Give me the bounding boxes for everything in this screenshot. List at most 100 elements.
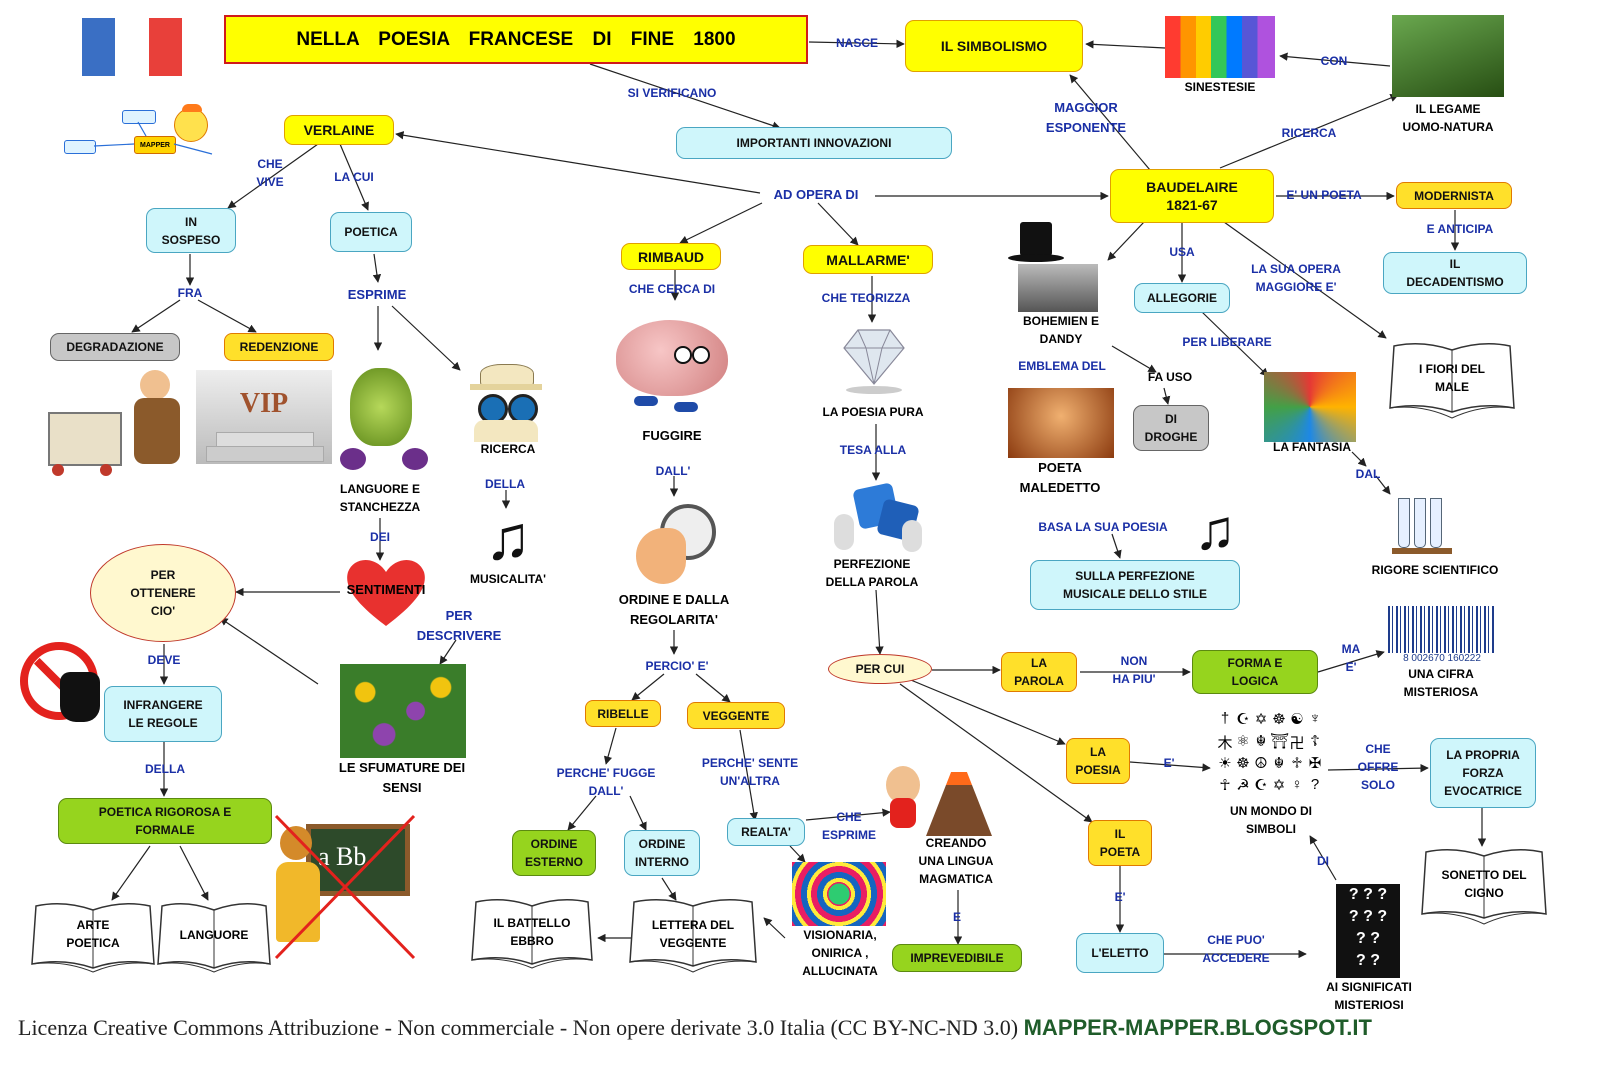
symbol-glyph: ☪	[1254, 777, 1268, 794]
symbol-glyph: ♆	[1309, 710, 1321, 727]
link-ma-e: MA E'	[1341, 642, 1361, 674]
book-arte-poetica-label: ARTE POETICA	[66, 918, 120, 950]
node-di-droghe: DI DROGHE	[1133, 405, 1209, 451]
running-brain-icon	[610, 316, 734, 424]
symbol-glyph: ☬	[1255, 733, 1267, 750]
link-perche-fugge: PERCHE' FUGGE DALL'	[556, 766, 656, 798]
node-allegorie: ALLEGORIE	[1134, 283, 1230, 313]
link-che-esprime: CHE ESPRIME	[821, 810, 876, 842]
node-modernista: MODERNISTA	[1396, 182, 1512, 209]
node-il-poeta: IL POETA	[1088, 820, 1152, 866]
symbol-glyph: ☀	[1218, 755, 1232, 772]
caption-simboli: UN MONDO DI SIMBOLI	[1230, 804, 1312, 836]
caption-sentimenti: SENTIMENTI	[346, 582, 426, 597]
node-verlaine: VERLAINE	[284, 115, 394, 145]
link-e-un-poeta: E' UN POETA	[1286, 188, 1362, 202]
link-della-1: DELLA	[485, 477, 525, 491]
flowers-photo	[340, 664, 466, 758]
stop-hand-icon	[20, 642, 104, 742]
symbol-glyph: ☯	[1290, 711, 1304, 728]
link-e-1: E	[952, 910, 961, 924]
barcode-icon: 8 002670 160222	[1388, 606, 1496, 664]
caption-creando: CREANDO UNA LINGUA MAGMATICA	[918, 836, 994, 886]
link-che-offre-solo: CHE OFFRE SOLO	[1357, 742, 1399, 792]
poeta-maledetto-portrait	[1008, 388, 1114, 458]
node-forma-logica: FORMA E LOGICA	[1192, 650, 1318, 694]
node-in-sospeso: IN SOSPESO	[146, 208, 236, 253]
symbols-grid: †☪✡☸☯♆木⚛☬⛩卍☦☀☸☮☬♱✠☥☭☪✡♀?	[1216, 710, 1324, 802]
node-redenzione: REDENZIONE	[224, 333, 334, 361]
barcode-number: 8 002670 160222	[1388, 653, 1496, 664]
caption-fa-uso: FA USO	[1147, 370, 1193, 384]
caption-musicalita: MUSICALITA'	[470, 572, 546, 586]
footer-license: Licenza Creative Commons Attribuzione - …	[18, 1015, 1372, 1041]
symbol-glyph: ⚛	[1236, 733, 1250, 750]
shopping-cart-man	[44, 366, 194, 486]
caption-languore-stanchezza: LANGUORE E STANCHEZZA	[339, 482, 421, 514]
caption-legame: IL LEGAME UOMO-NATURA	[1402, 102, 1494, 134]
vip-podium: VIP	[196, 370, 332, 464]
caption-rigore: RIGORE SCIENTIFICO	[1371, 563, 1499, 577]
french-flag-icon	[82, 18, 182, 76]
node-importanti-innovazioni: IMPORTANTI INNOVAZIONI	[676, 127, 952, 159]
node-poetica-rigorosa: POETICA RIGOROSA E FORMALE	[58, 798, 272, 844]
music-note-icon: ♫	[484, 504, 532, 573]
node-per-ottenere-cio: PER OTTENERE CIO'	[90, 544, 236, 642]
link-per-descrivere: PER DESCRIVERE	[416, 608, 502, 643]
symbol-glyph: ☭	[1236, 777, 1250, 794]
symbol-glyph: 木	[1217, 735, 1233, 752]
symbol-glyph: ☮	[1254, 755, 1268, 772]
baudelaire-portrait	[1018, 264, 1098, 312]
node-decadentismo: IL DECADENTISMO	[1383, 252, 1527, 294]
symbol-glyph: ☦	[1310, 733, 1320, 750]
caption-sinestesie: SINESTESIE	[1184, 80, 1256, 94]
node-rimbaud: RIMBAUD	[621, 243, 721, 270]
caption-ordine-regolarita: ORDINE E DALLA REGOLARITA'	[618, 592, 730, 627]
top-hat-icon	[1006, 222, 1066, 266]
piano-keys-icon	[1165, 16, 1275, 78]
node-veggente: VEGGENTE	[687, 702, 785, 729]
link-che-puo-accedere: CHE PUO' ACCEDERE	[1202, 933, 1270, 965]
book-fiori-label: I FIORI DEL MALE	[1419, 362, 1485, 394]
link-e-2: E'	[1163, 756, 1175, 770]
book-sonetto-del-cigno: SONETTO DEL CIGNO	[1420, 848, 1548, 926]
symbol-glyph: ☪	[1236, 711, 1250, 728]
link-percio-e: PERCIO' E'	[645, 659, 709, 673]
link-la-cui: LA CUI	[334, 170, 374, 184]
heart-icon	[344, 556, 428, 628]
link-per-liberare: PER LIBERARE	[1182, 335, 1272, 349]
map-title: NELLA POESIA FRANCESE DI FINE 1800	[224, 15, 808, 64]
link-fra: FRA	[177, 286, 203, 300]
link-della-2: DELLA	[145, 762, 185, 776]
teacher-blackboard-icon: a Bb	[266, 812, 416, 962]
mapper-logo: MAPPER	[62, 104, 222, 160]
symbol-glyph: ♀	[1291, 776, 1303, 793]
diamond-icon	[834, 322, 914, 398]
node-imprevedibile: IMPREVEDIBILE	[892, 944, 1022, 972]
node-simbolismo: IL SIMBOLISMO	[905, 20, 1083, 72]
footer-site-link[interactable]: MAPPER-MAPPER.BLOGSPOT.IT	[1023, 1015, 1372, 1040]
visionary-artwork	[792, 862, 886, 926]
node-ordine-esterno: ORDINE ESTERNO	[512, 830, 596, 876]
link-che-vive: CHE VIVE	[256, 157, 284, 189]
link-ricerca: RICERCA	[1281, 126, 1337, 140]
link-di: DI	[1317, 854, 1329, 868]
node-perfezione-musicale: SULLA PERFEZIONE MUSICALE DELLO STILE	[1030, 560, 1240, 610]
node-la-parola: LA PAROLA	[1001, 652, 1077, 692]
explorer-binoculars-icon	[456, 360, 556, 442]
link-basa: BASA LA SUA POESIA	[1038, 520, 1168, 534]
node-mallarme: MALLARME'	[803, 245, 933, 274]
question-marks-head: ? ? ?? ? ?? ?? ?	[1336, 884, 1400, 978]
symbol-glyph: ☬	[1273, 755, 1285, 772]
node-per-cui: PER CUI	[828, 654, 932, 684]
symbol-glyph: ?	[1310, 776, 1320, 793]
music-note-icon-2: ♫	[1194, 498, 1236, 561]
book-arte-poetica: ARTE POETICA	[30, 902, 156, 974]
symbol-glyph: ☸	[1272, 711, 1286, 728]
link-usa: USA	[1169, 245, 1195, 259]
link-dal: DAL	[1355, 467, 1381, 481]
tree-hug-photo	[1392, 15, 1504, 97]
caption-significati: AI SIGNIFICATI MISTERIOSI	[1326, 980, 1412, 1012]
node-realta: REALTA'	[727, 818, 805, 846]
symbol-glyph: ♱	[1291, 755, 1303, 772]
